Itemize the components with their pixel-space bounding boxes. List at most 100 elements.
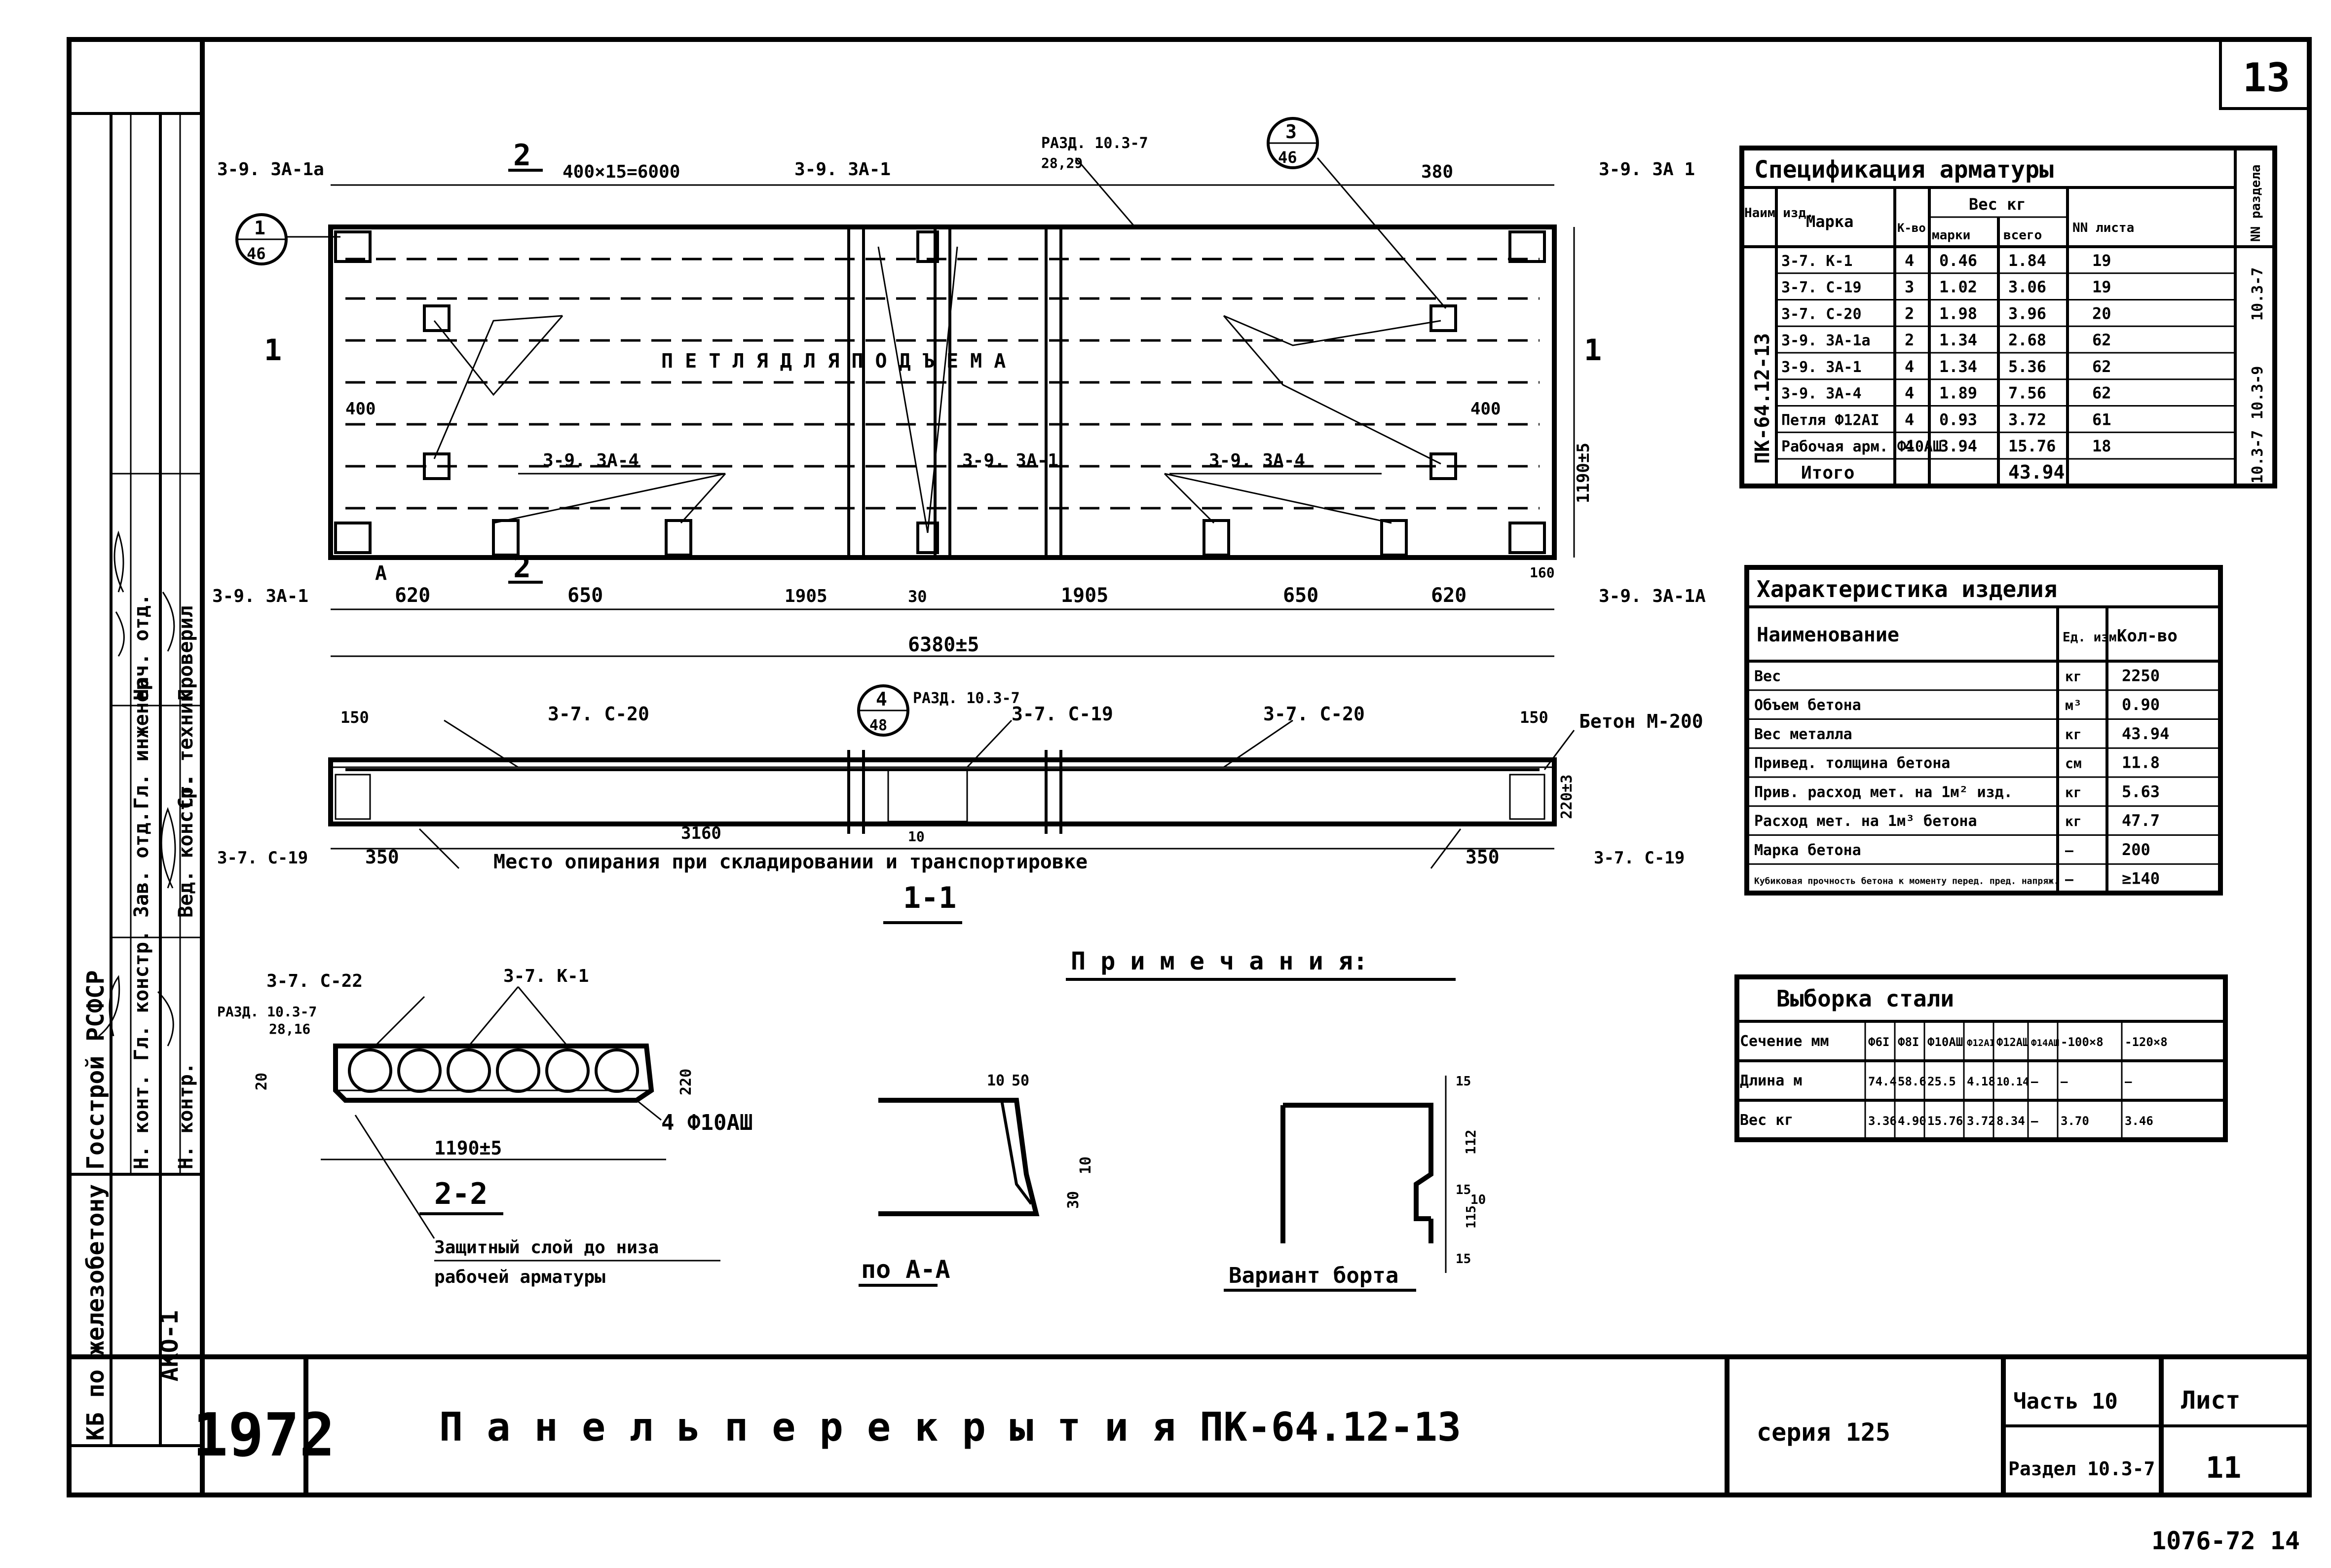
stamp-row-1: Н. конт.: [130, 1074, 153, 1169]
char-unit: кг: [2065, 813, 2082, 829]
char-value: 5.63: [2122, 782, 2160, 801]
spec-kol: 4: [1905, 437, 1914, 455]
svg-text:3-7. С-19: 3-7. С-19: [217, 848, 308, 868]
spec-kol: 4: [1905, 357, 1914, 376]
svg-text:115: 115: [1464, 1205, 1479, 1229]
char-name: Кубиковая прочность бетона к моменту пер…: [1754, 876, 2059, 887]
spec-marka: 3-7. С-19: [1781, 279, 1862, 297]
svg-text:160: 160: [1530, 564, 1555, 581]
svg-text:1: 1: [254, 217, 265, 239]
corner-sheet-number: 13: [2243, 55, 2290, 101]
svg-text:Итого: Итого: [1801, 463, 1854, 483]
svg-text:28,16: 28,16: [269, 1021, 310, 1037]
steel-cell: Ф12АШ: [1996, 1037, 2029, 1049]
char-value: 2250: [2122, 666, 2160, 685]
svg-text:3-9. ЗА-4: 3-9. ЗА-4: [1209, 450, 1305, 471]
svg-text:3160: 3160: [681, 823, 721, 843]
svg-text:П Е Т Л Я Д Л Я П О Д Ъ Е: П Е Т Л Я Д Л Я П О Д Ъ Е М А: [661, 350, 1006, 373]
svg-text:150: 150: [340, 708, 369, 727]
stamp-row-7: Ст. техник: [175, 690, 197, 809]
svg-text:650: 650: [1283, 584, 1318, 607]
spec-mass-total: 7.56: [2008, 384, 2046, 403]
char-name: Вес: [1754, 668, 1781, 685]
svg-text:Защитный слой до низа: Защитный слой до низа: [434, 1237, 659, 1258]
spec-list: 62: [2092, 384, 2111, 403]
char-name: Привед. толщина бетона: [1754, 755, 1950, 772]
signature-scribble: [98, 975, 174, 1046]
spec-mass-each: 1.34: [1939, 331, 1977, 349]
section-1-1: 3-7. С-20 3-7. С-19 3-7. С-20 Бетон М-20…: [217, 684, 1703, 924]
spec-mass-each: 0.46: [1939, 251, 1977, 270]
svg-text:350: 350: [365, 846, 399, 868]
signature-scribble: [113, 530, 125, 657]
svg-text:3-7. К-1: 3-7. К-1: [503, 966, 589, 986]
svg-text:4: 4: [876, 688, 887, 710]
svg-text:3: 3: [1285, 121, 1297, 143]
steel-cell: 10.14: [1996, 1076, 2029, 1088]
spec-mass-total: 15.76: [2008, 437, 2056, 455]
svg-text:43.94: 43.94: [2008, 461, 2065, 483]
corner-box: [2219, 38, 2311, 110]
svg-text:всего: всего: [2003, 228, 2042, 243]
drawing-title: П а н е л ь п е р е к р ы т и я ПК-64.12…: [439, 1404, 1461, 1450]
svg-text:10: 10: [987, 1072, 1005, 1089]
svg-text:50: 50: [1012, 1072, 1029, 1089]
svg-text:NN раздела: NN раздела: [2249, 164, 2263, 242]
spec-mass-each: 1.98: [1939, 304, 1977, 323]
char-value: 47.7: [2122, 811, 2160, 830]
svg-text:150: 150: [1520, 708, 1548, 727]
steel-cell: 3.70: [2061, 1114, 2089, 1128]
svg-text:1: 1: [264, 333, 282, 368]
svg-text:650: 650: [567, 584, 603, 607]
svg-text:К-во: К-во: [1897, 221, 1926, 235]
spec-list: 62: [2092, 331, 2111, 349]
steel-cell: 3.36: [1868, 1114, 1897, 1128]
svg-text:Вес кг: Вес кг: [1969, 195, 2026, 214]
stamp-row-9: Н. контр.: [175, 1062, 197, 1169]
bottom-code: 1076-72 14: [2151, 1527, 2300, 1555]
svg-text:3-9. ЗА-1: 3-9. ЗА-1: [212, 586, 308, 606]
steel-cell: 4.18: [1967, 1075, 1995, 1088]
ako-code: АКО-1: [156, 1310, 184, 1382]
svg-text:РАЗД. 10.3-7: РАЗД. 10.3-7: [1041, 135, 1148, 152]
stamp-row-5: Нач. отд.: [130, 594, 153, 701]
svg-text:3-7. С-20: 3-7. С-20: [1263, 703, 1365, 725]
char-value: 0.90: [2122, 695, 2160, 714]
spec-kol: 2: [1905, 304, 1914, 323]
spec-kol: 4: [1905, 251, 1914, 270]
svg-text:4 Ф10АШ: 4 Ф10АШ: [661, 1110, 752, 1135]
svg-text:620: 620: [1431, 584, 1466, 607]
svg-text:по А-А: по А-А: [861, 1255, 950, 1284]
svg-text:NN листа: NN листа: [2072, 221, 2134, 235]
svg-text:620: 620: [395, 584, 430, 607]
svg-text:380: 380: [1421, 162, 1453, 182]
svg-text:ПК-64.12-13: ПК-64.12-13: [1751, 333, 1774, 464]
left-stamp: Н. конт. Гл. констр. Зав. отд. Гл. инжен…: [69, 112, 202, 1447]
char-value: 200: [2122, 840, 2150, 859]
org-name: КБ по железобетону Госстрой РСФСР: [82, 970, 110, 1441]
steel-cell: —: [2125, 1075, 2132, 1088]
char-unit: кг: [2065, 784, 2082, 800]
spec-marka: 3-7. С-20: [1781, 305, 1862, 323]
svg-text:Место опирания при склад: Место опирания при складировании и транс…: [493, 851, 1088, 873]
svg-text:3-7. С-20: 3-7. С-20: [548, 703, 649, 725]
svg-text:РАЗД. 10.3-7: РАЗД. 10.3-7: [217, 1004, 317, 1020]
detail-a-a: 10 50 30 10 по А-А: [859, 1072, 1094, 1287]
svg-text:10: 10: [908, 828, 925, 845]
svg-text:1905: 1905: [785, 586, 827, 606]
spec-list: 18: [2092, 437, 2111, 455]
svg-text:1: 1: [1584, 333, 1602, 368]
char-unit: кг: [2065, 668, 2082, 684]
stamp-row-2: Гл. констр.: [130, 930, 153, 1061]
svg-text:30: 30: [908, 587, 927, 606]
svg-text:15: 15: [1456, 1183, 1471, 1197]
char-unit: см: [2065, 755, 2082, 772]
svg-text:3-9. ЗА-4: 3-9. ЗА-4: [543, 450, 639, 471]
spec-list: 62: [2092, 357, 2111, 376]
svg-text:46: 46: [1278, 148, 1297, 167]
svg-text:15: 15: [1456, 1074, 1471, 1089]
signature-scribble: [160, 592, 176, 889]
svg-text:3-9. ЗА-1: 3-9. ЗА-1: [794, 159, 891, 180]
svg-text:46: 46: [247, 244, 266, 263]
spec-list: 19: [2092, 251, 2111, 270]
